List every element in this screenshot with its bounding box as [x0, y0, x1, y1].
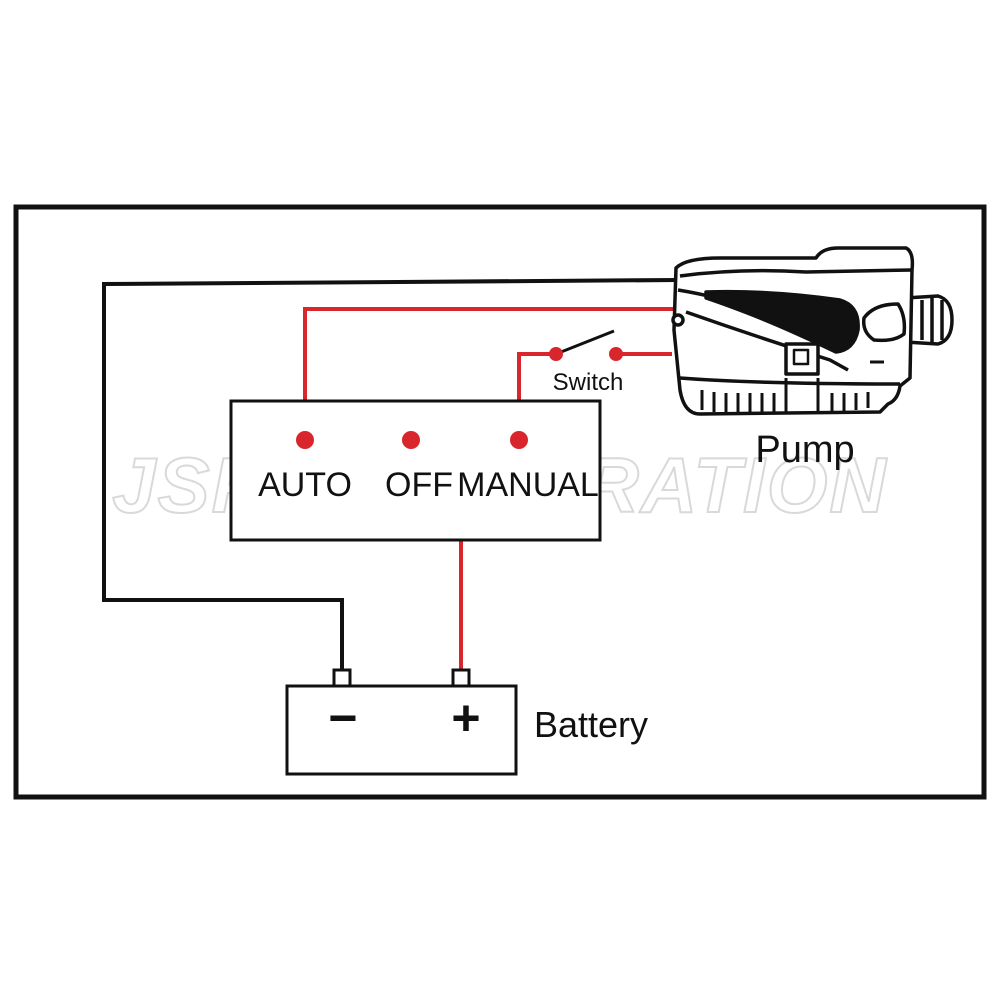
auto-label: AUTO	[258, 466, 352, 504]
pump-window	[861, 302, 907, 343]
pump-base-line	[679, 376, 901, 386]
switch-label: Switch	[553, 369, 624, 396]
pump-dark-panel	[704, 289, 860, 354]
switch-contact-right	[609, 347, 623, 361]
pump-body-line	[685, 310, 849, 372]
black-wire	[102, 278, 681, 672]
battery: − + Battery	[285, 668, 648, 776]
auto-terminal	[296, 431, 314, 449]
float-switch: Switch	[549, 329, 624, 396]
battery-positive-post	[451, 668, 471, 688]
control-panel-box	[229, 399, 602, 542]
pump-indicator	[671, 313, 685, 327]
switch-contact-left	[549, 347, 563, 361]
pump-top-ridge	[679, 268, 913, 278]
control-panel: AUTO OFF MANUAL	[229, 399, 602, 542]
battery-body	[285, 684, 518, 776]
switch-lever	[555, 329, 615, 356]
diagram-frame	[13, 204, 987, 800]
manual-terminal	[510, 431, 528, 449]
off-terminal	[402, 431, 420, 449]
pump	[671, 246, 954, 416]
manual-label: MANUAL	[457, 466, 599, 504]
battery-label: Battery	[534, 704, 648, 745]
pump-vents	[700, 378, 870, 412]
battery-negative-symbol: −	[328, 690, 357, 746]
battery-negative-post	[332, 668, 352, 688]
battery-positive-symbol: +	[451, 690, 480, 746]
pump-label: Pump	[755, 429, 854, 471]
red-wire-auto	[303, 307, 680, 440]
off-label: OFF	[385, 466, 453, 504]
pump-switch-knob	[792, 348, 810, 366]
